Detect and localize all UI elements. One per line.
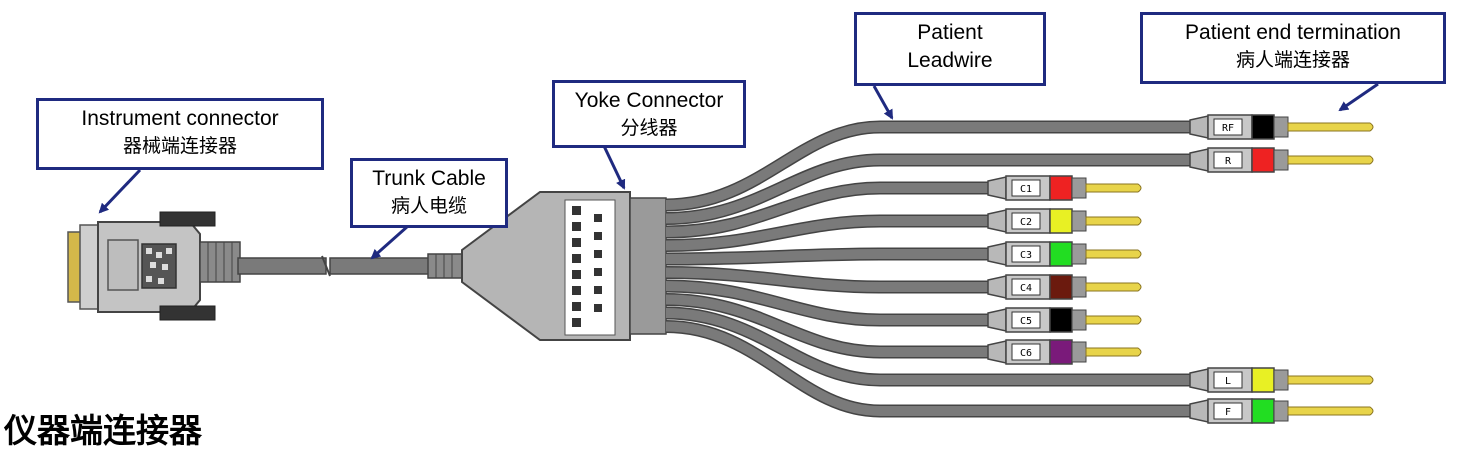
callout-leadwire-en: Patient	[917, 21, 983, 44]
callout-instrument-en: Instrument connector	[81, 107, 279, 130]
lead-color-band	[1251, 398, 1275, 424]
lead-c1: C1	[665, 175, 1142, 239]
callout-termination-cn: 病人端连接器	[1235, 49, 1350, 71]
callout-trunk-cn: 病人电缆	[390, 195, 467, 217]
lead-color-band	[1049, 241, 1073, 267]
lead-pin	[1085, 282, 1142, 292]
lead-pin	[1287, 406, 1374, 416]
lead-c6: C6	[665, 293, 1142, 365]
lead-color-band	[1049, 175, 1073, 201]
instrument-connector	[67, 211, 241, 321]
lead-f: F	[665, 320, 1374, 424]
lead-pin	[1085, 347, 1142, 357]
lead-pin	[1287, 155, 1374, 165]
lead-label: C4	[1020, 283, 1032, 294]
lead-pin	[1085, 315, 1142, 325]
callout-leadwire-en2: Leadwire	[907, 49, 993, 72]
lead-color-band	[1049, 208, 1073, 234]
lead-label: F	[1225, 407, 1231, 418]
lead-label: C5	[1020, 316, 1032, 327]
callout-yoke-cn: 分线器	[620, 117, 678, 139]
footer-title: 仪器端连接器	[4, 411, 202, 450]
trunk-cable	[237, 253, 463, 279]
lead-rf: RF	[665, 114, 1374, 212]
lead-color-band	[1251, 114, 1275, 140]
lead-color-band	[1049, 307, 1073, 333]
lead-color-band	[1251, 147, 1275, 173]
lead-label: R	[1225, 156, 1232, 167]
lead-c3: C3	[665, 241, 1142, 267]
callout-trunk-en: Trunk Cable	[372, 167, 486, 190]
lead-pin	[1287, 375, 1374, 385]
lead-color-band	[1251, 367, 1275, 393]
lead-pin	[1287, 122, 1374, 132]
lead-label: C6	[1020, 348, 1032, 359]
callout-instrument-connector: Instrument connector 器械端连接器	[36, 98, 324, 170]
lead-c5: C5	[665, 279, 1142, 333]
lead-c2: C2	[665, 208, 1142, 252]
callout-termination-en: Patient end termination	[1185, 21, 1401, 44]
callout-yoke-en: Yoke Connector	[574, 89, 724, 112]
lead-c4: C4	[665, 266, 1142, 300]
lead-label: C2	[1020, 217, 1032, 228]
lead-color-band	[1049, 339, 1073, 365]
lead-r: R	[665, 147, 1374, 225]
lead-pin	[1085, 216, 1142, 226]
lead-pin	[1085, 183, 1142, 193]
callout-yoke-connector: Yoke Connector 分线器	[552, 80, 746, 148]
lead-label: RF	[1222, 123, 1234, 134]
callout-trunk-cable: Trunk Cable 病人电缆	[350, 158, 508, 228]
lead-label: C3	[1020, 250, 1032, 261]
lead-l: L	[665, 306, 1374, 393]
lead-label: C1	[1020, 184, 1032, 195]
lead-label: L	[1225, 376, 1231, 387]
yoke-connector	[461, 191, 667, 341]
callout-instrument-cn: 器械端连接器	[122, 135, 237, 157]
callout-arrows	[98, 82, 1379, 260]
lead-color-band	[1049, 274, 1073, 300]
lead-pin	[1085, 249, 1142, 259]
callout-patient-leadwire: Patient Leadwire	[854, 12, 1046, 86]
callout-patient-end-termination: Patient end termination 病人端连接器	[1140, 12, 1446, 84]
